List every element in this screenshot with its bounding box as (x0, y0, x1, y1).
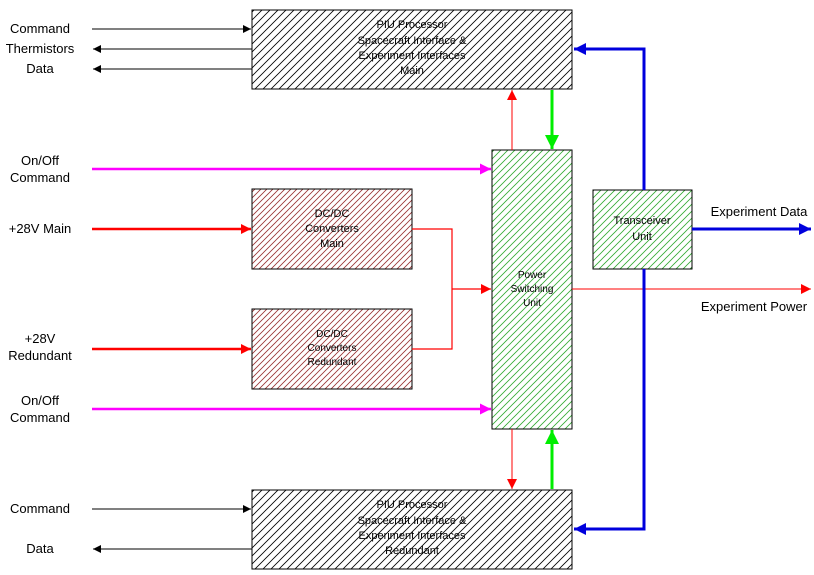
dcdc-redundant-line3: Redundant (308, 357, 357, 368)
piu-redundant-block: PIU Processor Spacecraft Interface & Exp… (251, 489, 573, 570)
plus28-main-label: +28V Main (9, 221, 72, 236)
dcdc-main-line1: DC/DC (315, 208, 350, 220)
plus28-redundant-label-line1: +28V (25, 331, 56, 346)
plus28-redundant-label-line2: Redundant (8, 348, 72, 363)
onoff-lines (92, 163, 491, 415)
psu-line3: Unit (523, 298, 541, 309)
power-switching-unit-block: Power Switching Unit (491, 149, 573, 430)
onoff-top-label-line1: On/Off (21, 153, 59, 168)
piu-main-line4: Main (400, 65, 424, 77)
signal-lines (92, 25, 252, 553)
piu-redundant-line1: PIU Processor (377, 499, 448, 511)
piu-redundant-line2: Spacecraft Interface & (358, 515, 467, 527)
transceiver-line1: Transceiver (613, 215, 670, 227)
dcdc-redundant-line2: Converters (308, 343, 357, 354)
piu-redundant-line4: Redundant (385, 545, 439, 557)
piu-redundant-line3: Experiment Interfaces (359, 530, 466, 542)
dcdc-redundant-block: DC/DC Converters Redundant (251, 308, 413, 390)
transceiver-to-piu-redundant (574, 269, 646, 535)
thermistors-label: Thermistors (6, 41, 75, 56)
psu-line2: Switching (511, 284, 554, 295)
piu-main-line3: Experiment Interfaces (359, 50, 466, 62)
dcdc-main-block: DC/DC Converters Main (251, 188, 413, 270)
data-bus-lines (574, 43, 811, 535)
dcdc-main-line3: Main (320, 238, 344, 250)
transceiver-to-piu-main (574, 43, 646, 190)
dcdc-combine-line (412, 228, 453, 350)
transceiver-unit-block: Transceiver Unit (592, 189, 693, 270)
dcdc-redundant-line1: DC/DC (316, 329, 348, 340)
power-lines (92, 90, 811, 489)
piu-main-line2: Spacecraft Interface & (358, 35, 467, 47)
side-labels: Command Thermistors Data On/Off Command … (6, 21, 808, 556)
onoff-bottom-label-line2: Command (10, 410, 70, 425)
piu-main-line1: PIU Processor (377, 19, 448, 31)
dcdc-main-line2: Converters (305, 223, 359, 235)
experiment-data-label: Experiment Data (711, 204, 809, 219)
command-top-label: Command (10, 21, 70, 36)
psu-line1: Power (518, 270, 547, 281)
piu-main-block: PIU Processor Spacecraft Interface & Exp… (251, 9, 573, 90)
data-top-label: Data (26, 61, 54, 76)
command-bottom-label: Command (10, 501, 70, 516)
onoff-bottom-label-line1: On/Off (21, 393, 59, 408)
transceiver-line2: Unit (632, 231, 652, 243)
experiment-power-label: Experiment Power (701, 299, 808, 314)
onoff-top-label-line2: Command (10, 170, 70, 185)
data-bottom-label: Data (26, 541, 54, 556)
